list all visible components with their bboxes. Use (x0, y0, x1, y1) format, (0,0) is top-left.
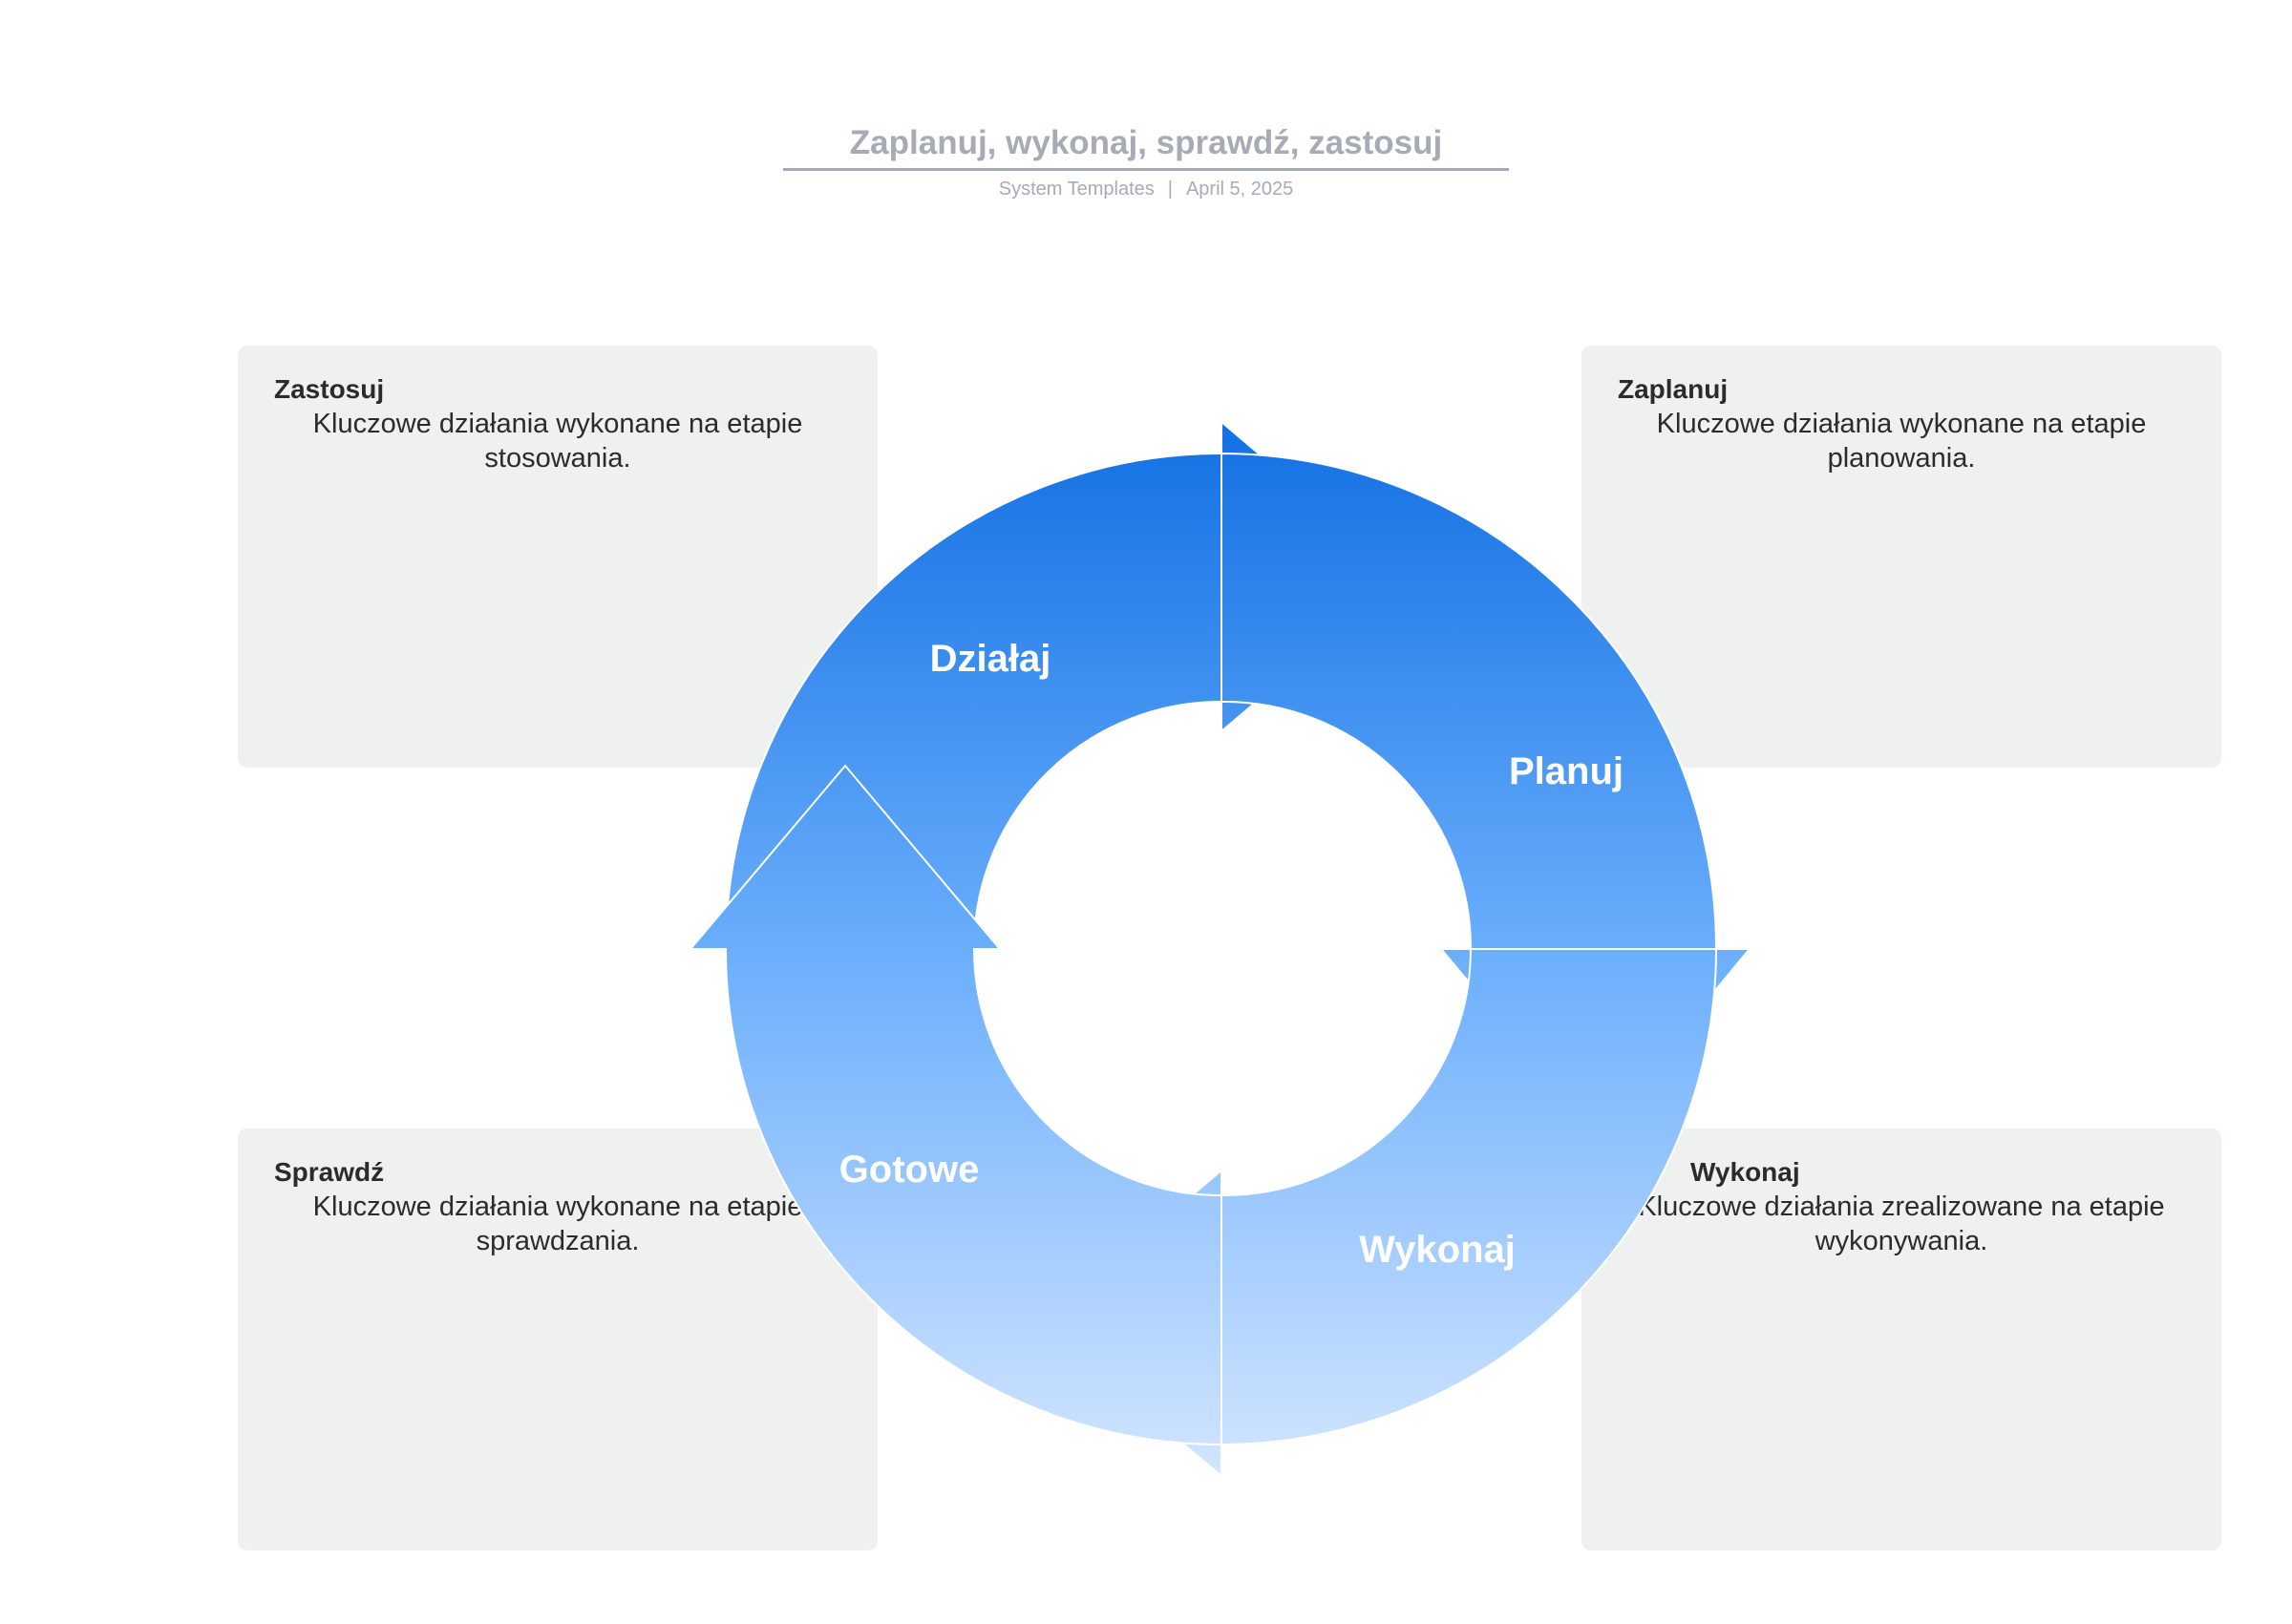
page-header: Zaplanuj, wykonaj, sprawdź, zastosuj Sys… (0, 122, 2292, 200)
card-plan-title: Zaplanuj (1618, 374, 1729, 404)
page-meta: System Templates | April 5, 2025 (0, 179, 2292, 200)
card-plan[interactable]: Zaplanuj Kluczowe działania wykonane na … (1581, 346, 2221, 768)
card-do[interactable]: Wykonaj Kluczowe działania zrealizowane … (1581, 1128, 2221, 1550)
segment-label-act: Działaj (930, 638, 1051, 680)
card-check-body: Kluczowe działania wykonane na etapie sp… (312, 1192, 803, 1256)
card-check[interactable]: Sprawdź Kluczowe działania wykonane na e… (238, 1128, 878, 1550)
card-do-body: Kluczowe działania zrealizowane na etapi… (1638, 1192, 2165, 1256)
cycle-segment-done[interactable] (688, 764, 1222, 1446)
page-title[interactable]: Zaplanuj, wykonaj, sprawdź, zastosuj (782, 122, 1510, 171)
segment-label-plan: Planuj (1509, 750, 1624, 792)
card-do-title: Wykonaj (1690, 1157, 1800, 1187)
card-act-body: Kluczowe działania wykonane na etapie st… (312, 409, 803, 474)
card-act-title: Zastosuj (274, 374, 385, 404)
segment-label-done: Gotowe (839, 1149, 980, 1191)
card-check-title: Sprawdź (274, 1157, 385, 1187)
author-label: System Templates (998, 179, 1155, 200)
date-label: April 5, 2025 (1185, 179, 1294, 200)
card-plan-body: Kluczowe działania wykonane na etapie pl… (1656, 409, 2147, 474)
meta-separator: | (1167, 179, 1173, 200)
segment-label-do: Wykonaj (1359, 1229, 1516, 1271)
card-act[interactable]: Zastosuj Kluczowe działania wykonane na … (238, 346, 878, 768)
